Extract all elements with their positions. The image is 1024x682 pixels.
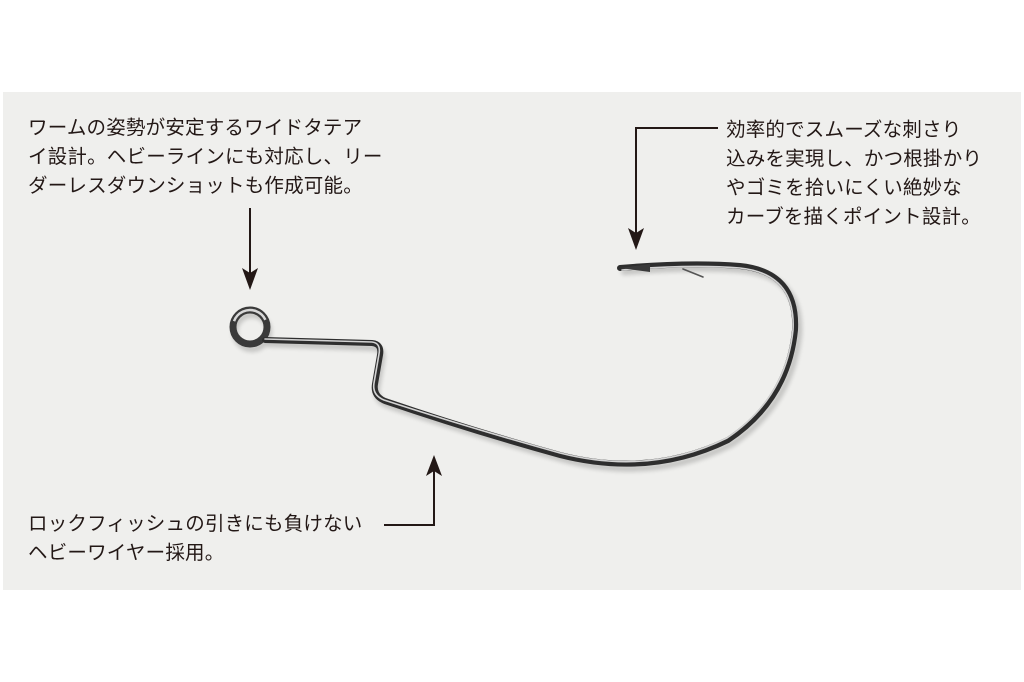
caption-line: ワームの姿勢が安定するワイドタテア: [28, 116, 363, 139]
caption-line: カーブを描くポイント設計。: [726, 205, 981, 228]
caption-line: ヘビーワイヤー採用。: [28, 541, 225, 564]
hook-shadow: [232, 265, 803, 472]
arrow-up-elbow-icon: [384, 455, 442, 526]
heavy-wire-caption: ロックフィッシュの引きにも負けない ヘビーワイヤー採用。: [28, 509, 363, 567]
arrow-down-elbow-icon: [628, 127, 718, 250]
point-design-caption: 効率的でスムーズな刺さり 込みを実現し、かつ根掛かり やゴミを拾いにくい絶妙な …: [726, 115, 982, 231]
caption-line: ロックフィッシュの引きにも負けない: [28, 512, 363, 535]
hook-body: [262, 261, 799, 467]
caption-line: やゴミを拾いにくい絶妙な: [726, 176, 963, 199]
caption-line: 込みを実現し、かつ根掛かり: [726, 147, 983, 170]
caption-line: ダーレスダウンショットも作成可能。: [28, 174, 363, 197]
caption-line: 効率的でスムーズな刺さり: [726, 118, 962, 141]
arrow-down-icon: [242, 208, 258, 290]
product-image-panel: [3, 92, 1021, 590]
caption-line: イ設計。ヘビーラインにも対応し、リー: [28, 145, 383, 168]
eye-design-caption: ワームの姿勢が安定するワイドタテア イ設計。ヘビーラインにも対応し、リー ダーレ…: [28, 113, 383, 200]
hook-eye: [229, 306, 271, 348]
